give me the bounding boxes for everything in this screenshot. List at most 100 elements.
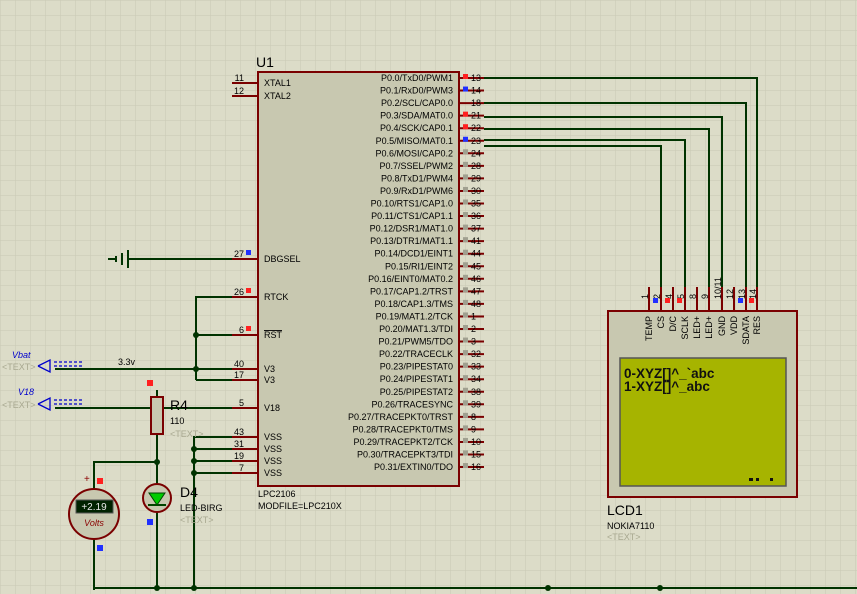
lcd-pin-4: 4D/C: [664, 287, 678, 332]
resistor-text: <TEXT>: [170, 429, 204, 439]
pin-label: P0.24/PIPESTAT1: [380, 374, 453, 384]
pin-number: 16: [471, 462, 481, 472]
pin-label: P0.14/DCD1/EINT1: [374, 249, 453, 259]
pin-number: 43: [234, 427, 244, 437]
pin-state-marker: [463, 161, 468, 167]
led-text: <TEXT>: [180, 515, 214, 525]
pin-number: 3: [471, 337, 476, 347]
pin-state-marker: [463, 212, 468, 218]
led-d4[interactable]: D4 LED-BIRG <TEXT>: [142, 483, 223, 525]
pin-number: 30: [471, 186, 481, 196]
pin-label: P0.10/RTS1/CAP1.0: [371, 199, 453, 209]
pin-label: RES: [752, 316, 762, 335]
mcu-model: MODFILE=LPC210X: [258, 501, 342, 511]
pin-state-marker: [463, 299, 468, 305]
pin-state-marker: [147, 519, 153, 525]
lcd-line-2: 1-XYZ[]^_abc: [624, 379, 710, 394]
pin-label: VSS: [264, 444, 282, 454]
pin-number: 19: [234, 451, 244, 461]
pin-label: P0.5/MISO/MAT0.1: [376, 136, 453, 146]
pin-label: P0.30/TRACEPKT3/TDI: [357, 450, 453, 460]
pin-state-marker: [463, 124, 468, 130]
pin-number: 2: [471, 324, 476, 334]
pin-state-marker: [463, 362, 468, 368]
lcd-text-placeholder: <TEXT>: [607, 532, 641, 542]
resistor-r4[interactable]: R4 110 <TEXT>: [147, 380, 204, 439]
mcu-body: [257, 71, 460, 487]
mcu-pin-3: P0.21/PWM5/TDO 3: [378, 337, 484, 347]
led-ref: D4: [180, 484, 198, 500]
voltmeter-unit: Volts: [84, 518, 104, 528]
pin-label: LED+: [692, 316, 702, 339]
pin-number: 36: [471, 211, 481, 221]
pin-label: P0.15/RI1/EINT2: [385, 261, 453, 271]
pin-number: 5: [676, 294, 686, 299]
pin-number: 10/11: [713, 277, 723, 299]
pin-number: 23: [471, 136, 481, 146]
pin-number: 29: [471, 173, 481, 183]
voltmeter[interactable]: +2.19 Volts +: [68, 474, 120, 551]
pin-label: P0.16/EINT0/MAT0.2: [368, 274, 453, 284]
pin-state-marker: [463, 437, 468, 443]
mcu-pin-34: P0.24/PIPESTAT1 34: [380, 374, 484, 384]
pin-state-marker: [97, 545, 103, 551]
pin-number: 39: [471, 399, 481, 409]
pin-label: SDATA: [741, 316, 751, 345]
pin-number: 2: [652, 294, 662, 299]
mcu-pin-2: P0.20/MAT1.3/TDI 2: [379, 324, 484, 334]
pin-label: P0.3/SDA/MAT0.0: [380, 111, 453, 121]
pin-state-marker: [463, 350, 468, 356]
pin-number: 45: [471, 261, 481, 271]
terminal-v18[interactable]: V18 <TEXT>: [2, 387, 84, 412]
pin-state-marker: [463, 425, 468, 431]
resistor-body: [150, 396, 164, 435]
lcd-nokia7110[interactable]: 0-XYZ[]^_`abc 1-XYZ[]^_abc 1TEMP2CS4D/C5…: [607, 277, 798, 542]
resistor-value: 110: [170, 416, 184, 426]
wires: [55, 77, 857, 590]
pin-label: VSS: [264, 432, 282, 442]
pin-number: 33: [471, 362, 481, 372]
pin-label: P0.13/DTR1/MAT1.1: [370, 236, 453, 246]
pin-number: 21: [471, 111, 481, 121]
voltmeter-reading: +2.19: [81, 502, 107, 513]
ground-icon: [108, 250, 129, 268]
pin-label: P0.19/MAT1.2/TCK: [376, 311, 453, 321]
pin-number: 10: [471, 437, 481, 447]
pin-label: LED+: [704, 316, 714, 339]
pin-number: 1: [471, 311, 476, 321]
voltmeter-display: [75, 499, 114, 514]
pin-label: RST: [264, 330, 283, 340]
pin-label: P0.29/TRACEPKT2/TCK: [353, 437, 453, 447]
pin-number: 34: [471, 374, 481, 384]
mcu-pin-21: P0.3/SDA/MAT0.0 21: [380, 111, 484, 121]
terminal-vbat[interactable]: Vbat <TEXT> 3.3v: [2, 350, 136, 374]
pin-number: 14: [748, 289, 758, 299]
pin-state-marker: [463, 463, 468, 469]
pin-state-marker: [463, 312, 468, 318]
pin-state-marker: [463, 86, 468, 92]
pin-state-marker: [97, 478, 103, 484]
pin-number: 12: [725, 289, 735, 299]
lcd-cursor-icon: [749, 478, 753, 481]
pin-label: P0.21/PWM5/TDO: [378, 337, 453, 347]
pin-label: P0.20/MAT1.3/TDI: [379, 324, 453, 334]
